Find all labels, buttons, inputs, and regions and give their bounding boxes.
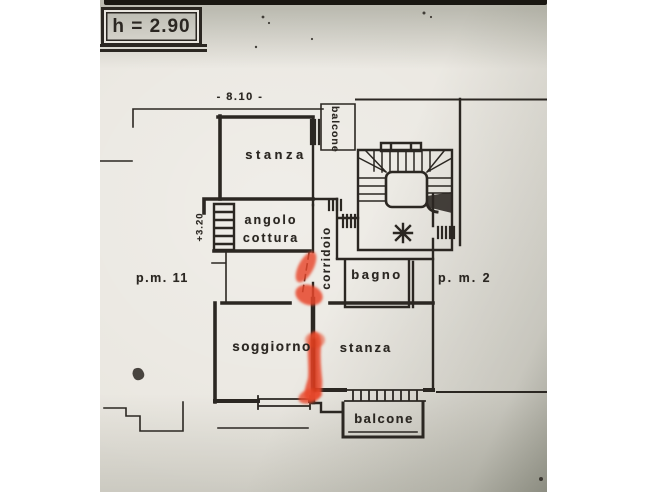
room-label-stanza-top: stanza bbox=[245, 147, 307, 162]
right-margin bbox=[547, 0, 648, 492]
room-label-bagno: bagno bbox=[351, 267, 403, 282]
room-label-angolo: angolo bbox=[244, 213, 298, 227]
room-label-balcone-bottom: balcone bbox=[354, 411, 414, 426]
unit-label-pm11: p.m. 11 bbox=[136, 271, 189, 285]
floor-plan-photo bbox=[100, 0, 547, 492]
ceiling-height-label: h = 2.90 bbox=[112, 15, 191, 37]
staircase-dark-wedge bbox=[427, 192, 452, 213]
room-label-balcone-top: balcone bbox=[329, 106, 341, 153]
room-label-stanza-bottom: stanza bbox=[339, 340, 393, 355]
double-rule-bottom bbox=[100, 49, 207, 52]
window-hatches bbox=[257, 389, 426, 410]
outer-right-walls bbox=[355, 98, 547, 393]
top-dimension-label: - 8.10 - bbox=[216, 91, 264, 103]
top-black-bar bbox=[104, 0, 547, 5]
room-label-corridoio: corridoio bbox=[321, 226, 333, 290]
room-label-cottura: cottura bbox=[242, 231, 300, 245]
stair-asterisk-icon bbox=[392, 222, 414, 244]
paper-specks bbox=[132, 11, 543, 481]
level-annotation-label: +3.20 bbox=[194, 212, 206, 242]
double-rule-top bbox=[100, 44, 207, 47]
ceiling-height-box: h = 2.90 bbox=[101, 7, 202, 46]
room-label-soggiorno: soggiorno bbox=[232, 339, 312, 354]
dimension-and-outline-lines bbox=[99, 103, 418, 433]
door-hatches bbox=[309, 118, 456, 240]
red-highlight-marks bbox=[295, 251, 325, 404]
left-margin bbox=[0, 0, 100, 492]
unit-label-pm2: p. m. 2 bbox=[438, 271, 492, 285]
